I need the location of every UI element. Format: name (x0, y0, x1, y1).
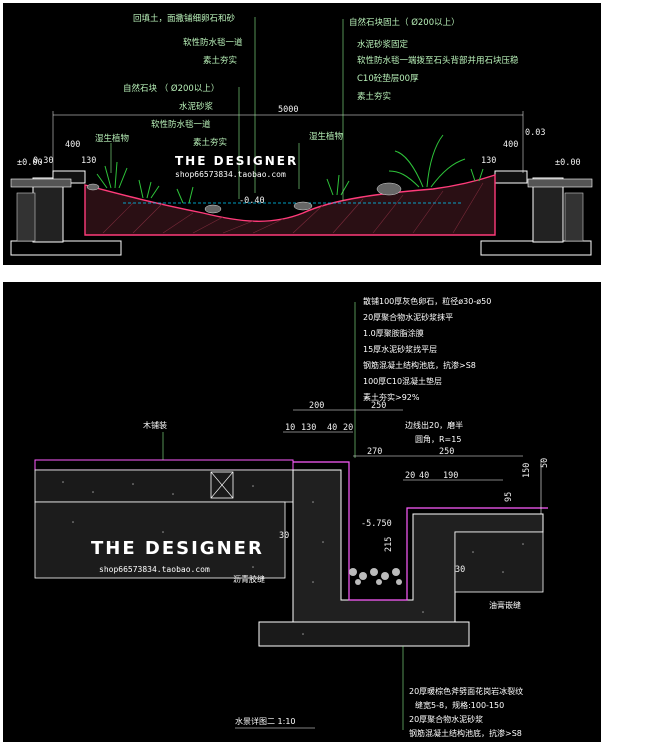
dim-200: 200 (309, 401, 324, 411)
dim-270: 270 (367, 447, 382, 457)
right-130-dim: 130 (481, 156, 496, 166)
callout-concrete-right: C10砼垫层00厚 (357, 73, 419, 84)
watermark-title: THE DESIGNER (175, 154, 298, 168)
label-sealant-joint: 油膏嵌缝 (489, 600, 521, 610)
dim-40: 40 (327, 423, 337, 433)
label-wood-deck: 木铺装 (143, 420, 167, 430)
dim-95: 95 (504, 492, 514, 502)
callout-pu-membrane: 1.0厚聚胺脂涂膜 (363, 328, 424, 338)
callout-polymer-mortar-bottom: 20厚聚合物水泥砂浆 (409, 714, 483, 724)
callout-backfill: 回填土，面撒铺细卵石和砂 (133, 13, 236, 24)
callout-mortar-right: 水泥砂浆固定 (357, 39, 409, 50)
pebble-layer (349, 568, 402, 585)
left-400-dim: 400 (65, 140, 80, 150)
right-003-dim: 0.03 (525, 128, 545, 138)
callout-leveling: 15厚水泥砂浆找平层 (363, 344, 437, 354)
callout-pebbles: 散铺100厚灰色卵石，粒径ø30-ø50 (363, 296, 491, 306)
dim-50: 50 (540, 458, 550, 468)
wood-deck-structure (34, 459, 294, 579)
level-mark: -5.750 (361, 519, 392, 529)
callout-compacted-soil: 素土夯实>92% (363, 392, 420, 402)
callout-mortar-mid: 水泥砂浆 (179, 101, 214, 112)
depth-level: -0.40 (239, 196, 265, 206)
pond-section-panel: 5000 400 400 0.30 0.03 130 130 ±0.00 ±0.… (3, 3, 601, 265)
dim-40b: 40 (419, 471, 429, 481)
edge-note-line2: 圆角，R=15 (415, 434, 461, 444)
dim-190: 190 (443, 471, 458, 481)
watermark-shop: shop66573834.taobao.com (175, 170, 286, 179)
plant-label-left: 湿生植物 (95, 133, 130, 144)
dim-20b: 20 (405, 471, 415, 481)
plant-label-right: 湿生植物 (309, 131, 344, 142)
callout-rc-base-bottom: 钢筋混凝土结构池底，抗渗>S8 (409, 728, 522, 738)
dim-215: 215 (384, 537, 394, 552)
callout-rc-base: 钢筋混凝土结构池底，抗渗>S8 (363, 360, 476, 370)
callout-stone-mid: 自然石块 （ Ø200以上） (123, 83, 219, 94)
dim-30-left: 30 (279, 531, 289, 541)
edge-note-line1: 边线出20，磨半 (405, 420, 463, 430)
basin-structure (258, 461, 548, 647)
overall-width-dim: 5000 (278, 105, 298, 115)
callout-granite: 20厚暖棕色斧劈面花岗岩冰裂纹 (409, 686, 523, 696)
right-400-dim: 400 (503, 140, 518, 150)
dim-130: 130 (301, 423, 316, 433)
callout-c10-bed: 100厚C10混凝土垫层 (363, 376, 442, 386)
pond-section-drawing: 5000 400 400 0.30 0.03 130 130 ±0.00 ±0.… (10, 13, 593, 256)
callout-compact-left: 素土夯实 (203, 55, 237, 66)
pond-bed (84, 174, 496, 236)
wetland-plants (96, 134, 484, 204)
callout-polymer-mortar: 20厚聚合物水泥砂浆抹平 (363, 312, 453, 322)
callout-joint-width: 缝宽5-8，规格:100-150 (415, 700, 504, 710)
callout-waterproof-mid: 软性防水毯一道 (151, 119, 211, 130)
water-feature-detail-drawing: 散铺100厚灰色卵石，粒径ø30-ø50 20厚聚合物水泥砂浆抹平 1.0厚聚胺… (34, 296, 550, 738)
dim-10: 10 (285, 423, 295, 433)
natural-stones (86, 182, 402, 214)
water-feature-detail-panel: 散铺100厚灰色卵石，粒径ø30-ø50 20厚聚合物水泥砂浆抹平 1.0厚聚胺… (3, 282, 601, 742)
right-edge-structure (480, 170, 593, 256)
callout-compact-right: 素土夯实 (357, 91, 391, 102)
right-level: ±0.00 (555, 158, 581, 168)
dim-30-right: 30 (455, 565, 465, 575)
dim-150: 150 (522, 463, 532, 478)
concrete-texture (62, 481, 524, 635)
watermark-shop-bottom: shop66573834.taobao.com (99, 565, 210, 574)
dim-250-top: 250 (371, 401, 386, 411)
callout-waterproof-left: 软性防水毯一道 (183, 37, 243, 48)
left-edge-structure (10, 170, 122, 256)
watermark-title-bottom: THE DESIGNER (91, 538, 264, 559)
callout-stone-right: 自然石块固土（ Ø200以上） (349, 17, 460, 28)
callout-compact-mid: 素土夯实 (193, 137, 227, 148)
left-030-dim: 0.30 (33, 156, 53, 166)
dim-250-right: 250 (439, 447, 454, 457)
drawing-title: 水景详图二 1:10 (235, 716, 296, 726)
label-asphalt-joint: 沥青胶缝 (233, 574, 265, 584)
pond-hatch (102, 182, 484, 234)
left-level: ±0.00 (17, 158, 43, 168)
callout-waterproof-right: 软性防水毯一端拨至石头背部并用石块压稳 (357, 55, 519, 66)
dim-20: 20 (343, 423, 353, 433)
left-130-dim: 130 (81, 156, 96, 166)
